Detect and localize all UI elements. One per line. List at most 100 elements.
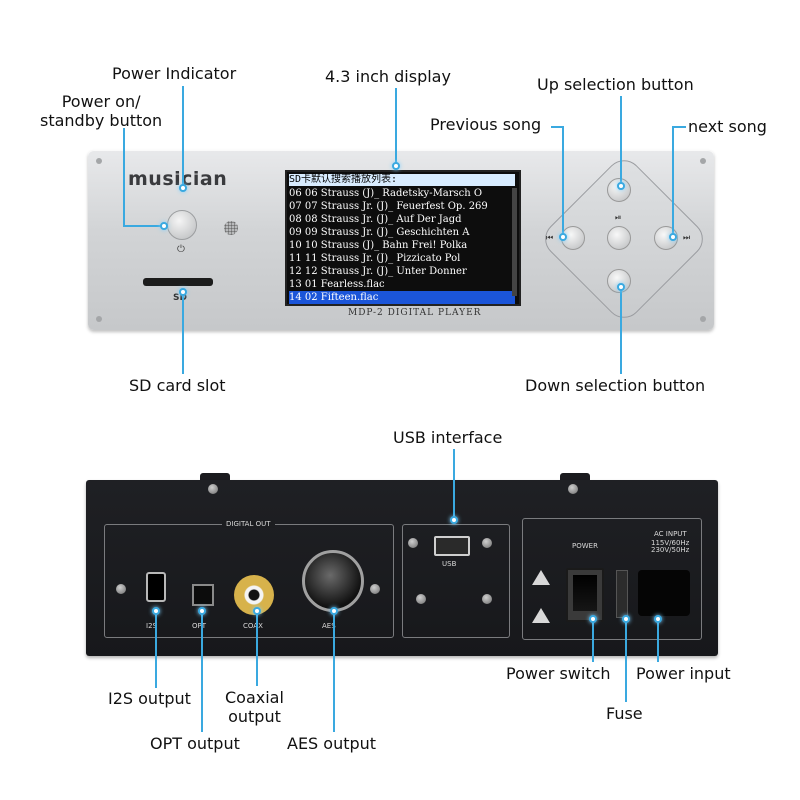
- screw: [208, 484, 218, 494]
- aes-port[interactable]: [302, 550, 364, 612]
- leader-line: [620, 285, 622, 374]
- screw: [96, 316, 102, 322]
- leader-line: [657, 620, 659, 662]
- i2s-port[interactable]: [146, 572, 166, 602]
- model-name: MDP-2 DIGITAL PLAYER: [348, 308, 482, 318]
- screw: [482, 594, 492, 604]
- power-icon: ⏻: [177, 244, 185, 255]
- sd-label: SD: [173, 293, 187, 303]
- opt-label: OPT: [192, 622, 207, 630]
- power-input-socket[interactable]: [638, 570, 690, 616]
- screen-scrollbar: [512, 188, 517, 296]
- leader-line: [182, 290, 184, 374]
- leader-line: [672, 126, 686, 128]
- callout-usb: USB interface: [393, 428, 503, 447]
- digital-out-label: DIGITAL OUT: [222, 520, 275, 528]
- playlist-row-selected: 14 02 Fifteen.flac: [289, 291, 515, 304]
- playlist-row: 07 07 Strauss Jr. (J)_ Feuerfest Op. 269: [289, 201, 488, 212]
- leader-dot: [152, 607, 160, 615]
- front-panel: musician ⏻ SD SD卡默认搜索播放列表: 06 06 Strauss…: [88, 150, 714, 330]
- up-selection-button[interactable]: [607, 178, 631, 202]
- callout-power-indicator: Power Indicator: [112, 64, 237, 83]
- leader-dot: [622, 615, 630, 623]
- callout-i2s: I2S output: [108, 689, 191, 708]
- callout-power-input: Power input: [636, 664, 731, 683]
- screw: [700, 316, 706, 322]
- playlist-row: 09 09 Strauss Jr. (J)_ Geschichten A: [289, 227, 470, 238]
- next-icon: ⏭: [683, 233, 691, 242]
- previous-icon: ⏮: [546, 233, 554, 242]
- leader-line: [123, 128, 125, 226]
- leader-line: [672, 126, 674, 236]
- aes-label: AES: [322, 622, 336, 630]
- leader-dot: [617, 182, 625, 190]
- leader-line: [395, 88, 397, 166]
- brand-logo: musician: [128, 168, 228, 190]
- leader-line: [201, 612, 203, 732]
- leader-line: [551, 126, 563, 128]
- power-section: [522, 518, 702, 640]
- screw: [370, 584, 380, 594]
- ac-spec-2: 230V/50Hz: [651, 546, 690, 554]
- warning-icon: [532, 570, 550, 585]
- callout-power-button: Power on/ standby button: [40, 92, 163, 130]
- leader-dot: [559, 233, 567, 241]
- playlist-row: 11 11 Strauss Jr. (J)_ Pizzicato Pol: [289, 253, 461, 264]
- callout-display: 4.3 inch display: [325, 67, 451, 86]
- leader-line: [625, 620, 627, 702]
- callout-fuse: Fuse: [606, 704, 643, 723]
- play-pause-icon: ⏯: [615, 213, 622, 222]
- leader-line: [333, 612, 335, 732]
- playlist-row: 06 06 Strauss (J)_ Radetsky-Marsch O: [289, 188, 483, 199]
- playlist-row: 10 10 Strauss (J)_ Bahn Frei! Polka: [289, 240, 468, 251]
- power-switch-rocker: [573, 575, 597, 611]
- leader-dot: [450, 516, 458, 524]
- callout-up-button: Up selection button: [537, 75, 694, 94]
- sd-card-slot[interactable]: [143, 278, 213, 286]
- leader-line: [453, 449, 455, 521]
- leader-dot: [160, 222, 168, 230]
- screw: [568, 484, 578, 494]
- opt-port[interactable]: [192, 584, 214, 606]
- leader-dot: [198, 607, 206, 615]
- callout-opt: OPT output: [150, 734, 240, 753]
- leader-dot: [617, 283, 625, 291]
- leader-line: [256, 612, 258, 686]
- callout-previous-song: Previous song: [430, 115, 542, 134]
- leader-dot: [179, 184, 187, 192]
- callout-down-button: Down selection button: [525, 376, 706, 395]
- i2s-label: I2S: [146, 622, 157, 630]
- callout-coax: Coaxial output: [225, 688, 284, 726]
- playlist-row: 12 12 Strauss Jr. (J)_ Unter Donner: [289, 266, 467, 277]
- leader-dot: [253, 607, 261, 615]
- screw: [482, 538, 492, 548]
- power-switch[interactable]: [566, 568, 604, 622]
- leader-dot: [654, 615, 662, 623]
- callout-aes: AES output: [287, 734, 377, 753]
- ir-sensor: [224, 221, 238, 235]
- display-screen: SD卡默认搜索播放列表: 06 06 Strauss (J)_ Radetsky…: [285, 170, 521, 306]
- ac-spec-1: 115V/60Hz: [651, 539, 690, 547]
- leader-line: [620, 96, 622, 184]
- fuse-holder[interactable]: [616, 570, 628, 618]
- leader-line: [155, 612, 157, 688]
- leader-dot: [179, 288, 187, 296]
- screw: [96, 158, 102, 164]
- usb-label: USB: [442, 560, 457, 568]
- play-pause-button[interactable]: [607, 226, 631, 250]
- leader-dot: [330, 607, 338, 615]
- leader-dot: [392, 162, 400, 170]
- back-panel: DIGITAL OUT I2S OPT COAX AES USB POWER A…: [86, 480, 718, 656]
- power-standby-button[interactable]: [167, 210, 197, 240]
- leader-dot: [589, 615, 597, 623]
- leader-line: [182, 86, 184, 188]
- leader-dot: [669, 233, 677, 241]
- playlist-row: 13 01 Fearless.flac: [289, 279, 385, 290]
- power-label: POWER: [572, 542, 598, 550]
- callout-power-switch: Power switch: [506, 664, 611, 683]
- ac-input-label: AC INPUT: [654, 530, 687, 538]
- usb-port[interactable]: [434, 536, 470, 556]
- callout-sd-slot: SD card slot: [129, 376, 226, 395]
- warning-icon: [532, 608, 550, 623]
- callout-next-song: next song: [688, 117, 767, 136]
